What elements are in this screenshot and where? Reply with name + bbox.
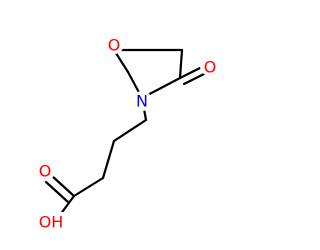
bond-cc-cd xyxy=(72,176,105,198)
bond-ca-cb xyxy=(112,118,148,143)
carbonyl-oxygen-label: O xyxy=(39,162,52,181)
bond-c4-c5 xyxy=(178,48,184,80)
bonds xyxy=(44,48,210,217)
ketone-oxygen-label: O xyxy=(204,58,217,77)
ring-oxygen-label: O xyxy=(108,36,121,55)
ring-nitrogen-label: N xyxy=(136,92,148,111)
bond-cd-o-carbonyl-b xyxy=(44,180,70,204)
atom-labels: O N O O OH xyxy=(35,34,220,232)
structure-diagram: O N O O OH xyxy=(35,34,220,232)
bond-cd-o-carbonyl-a xyxy=(50,174,76,198)
hydroxyl-label: OH xyxy=(39,213,64,232)
bond-cd-oh xyxy=(58,194,76,217)
bond-cb-cc xyxy=(101,139,116,180)
